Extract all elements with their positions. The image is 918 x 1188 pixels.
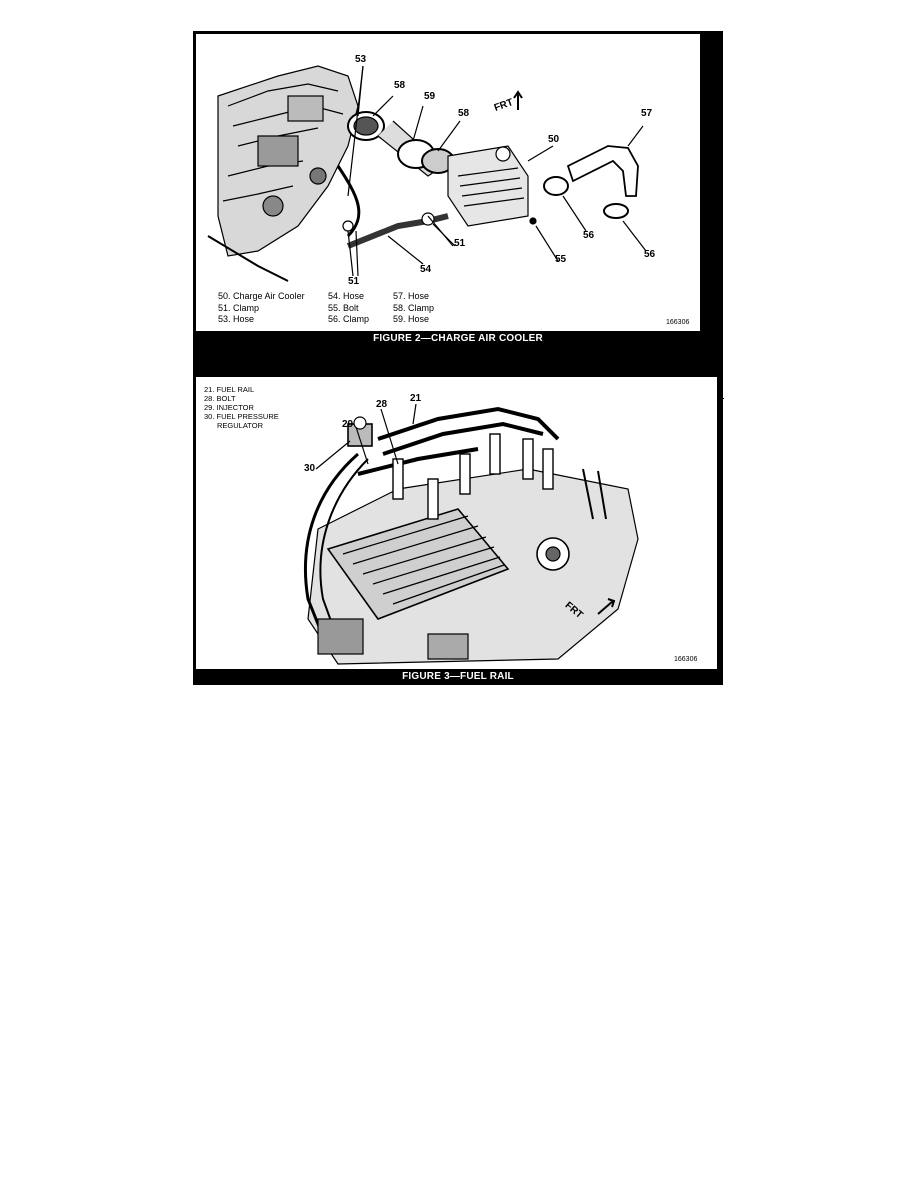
legend-item: 21. FUEL RAIL (204, 385, 255, 394)
callout-54: 54 (420, 264, 432, 275)
legend-item: 28. BOLT (204, 394, 236, 403)
callout-30: 30 (304, 463, 316, 474)
callout-53: 53 (355, 54, 367, 65)
edge-mark (723, 398, 724, 399)
legend-item: 59. Hose (393, 314, 430, 324)
figure2-legend-col1: 50. Charge Air Cooler 51. Clamp 53. Hose (218, 291, 305, 326)
callout-21: 21 (410, 393, 422, 404)
callout-58: 58 (394, 80, 406, 91)
legend-item: 56. Clamp (328, 314, 370, 324)
legend-item: REGULATOR (217, 421, 263, 430)
legend-item: 51. Clamp (218, 302, 260, 313)
legend-item: 54. Hose (328, 291, 365, 301)
callout-56: 56 (583, 230, 595, 241)
callout-51b: 51 (454, 238, 466, 249)
fuel-rail-illustration (303, 403, 639, 665)
callout-55: 55 (555, 254, 567, 265)
top-edge-bar (696, 31, 723, 35)
figure2-code: 166306 (666, 319, 690, 326)
legend-item: 30. FUEL PRESSURE (204, 412, 279, 421)
callout-59: 59 (424, 91, 436, 102)
callout-51: 51 (348, 276, 360, 287)
callout-28: 28 (376, 399, 388, 410)
legend-item: 57. Hose (393, 291, 430, 301)
legend-item: 53. Hose (218, 314, 255, 324)
figure-sheet: 53 58 59 58 50 57 51 51 54 55 56 56 FRT … (193, 31, 723, 685)
callout-50: 50 (548, 134, 560, 145)
legend-item: 50. Charge Air Cooler (218, 291, 305, 301)
figure3-code: 166306 (674, 656, 698, 663)
figure2-legend-col3: 57. Hose 58. Clamp 59. Hose (393, 291, 434, 326)
legend-item: 55. Bolt (328, 302, 359, 313)
figure2-caption: FIGURE 2—CHARGE AIR COOLER (373, 333, 543, 344)
callout-29: 29 (342, 419, 354, 430)
callout-56b: 56 (644, 249, 656, 260)
figure2-panel: 53 58 59 58 50 57 51 51 54 55 56 56 FRT … (196, 34, 700, 331)
figure3-legend: 21. FUEL RAIL 28. BOLT 29. INJECTOR 30. … (204, 385, 279, 430)
callout-57: 57 (641, 108, 653, 119)
figure3-panel: 21. FUEL RAIL 28. BOLT 29. INJECTOR 30. … (196, 377, 717, 669)
figure2-legend-col2: 54. Hose 55. Bolt 56. Clamp (328, 291, 369, 326)
legend-item: 29. INJECTOR (204, 403, 254, 412)
figure3-caption: FIGURE 3—FUEL RAIL (402, 671, 514, 682)
charge-air-cooler-illustration (207, 65, 647, 282)
legend-item: 58. Clamp (393, 302, 435, 313)
callout-58b: 58 (458, 108, 470, 119)
